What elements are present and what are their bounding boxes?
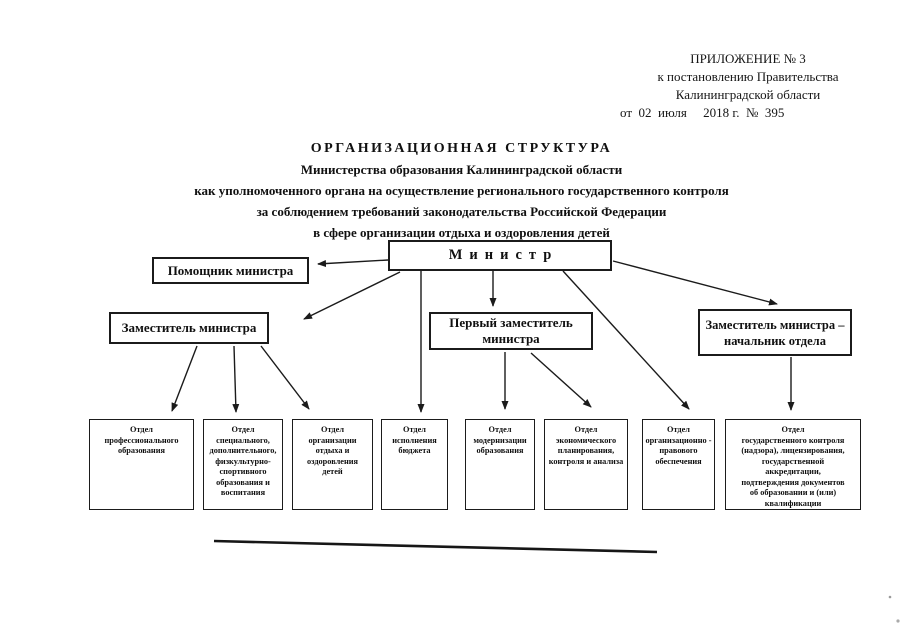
- org-box-assistant-minister: Помощник министра: [152, 257, 309, 284]
- document-title: ОРГАНИЗАЦИОННАЯ СТРУКТУРА Министерства о…: [18, 138, 905, 243]
- org-box-dept-education-modernization: Отдел модернизации образования: [465, 419, 535, 510]
- title-line-5: в сфере организации отдыха и оздоровлени…: [313, 225, 610, 240]
- org-box-deputy-minister: Заместитель министра: [109, 312, 269, 344]
- title-line-1: ОРГАНИЗАЦИОННАЯ СТРУКТУРА: [310, 141, 613, 156]
- stamp-line-1: ПРИЛОЖЕНИЕ № 3: [690, 51, 806, 66]
- org-box-minister: Министр: [388, 240, 612, 271]
- org-box-dept-children-recreation: Отдел организации отдыха и оздоровления …: [292, 419, 373, 510]
- org-box-dept-legal-support: Отдел организационно - правового обеспеч…: [642, 419, 715, 510]
- org-box-dept-economic-planning: Отдел экономического планирования, контр…: [544, 419, 628, 510]
- arrow-deputy-to-dept-3: [260, 345, 310, 410]
- arrow-deputy-to-dept-1: [171, 345, 198, 412]
- org-box-deputy-head: Заместитель министра – начальник отдела: [698, 309, 852, 356]
- arrow-deputy-to-dept-2: [232, 345, 240, 413]
- stamp-date-line: от 02 июля 2018 г. № 395: [620, 105, 785, 120]
- approval-stamp: ПРИЛОЖЕНИЕ № 3 к постановлению Правитель…: [612, 50, 884, 122]
- arrow-minister-to-assistant: [317, 259, 389, 268]
- handwritten-underline: [213, 539, 658, 554]
- arrow-first-deputy-to-dept-6: [530, 352, 592, 408]
- title-line-3: как уполномоченного органа на осуществле…: [194, 183, 729, 198]
- scan-speck: [888, 595, 892, 599]
- stamp-line-3: Калининградской области: [675, 87, 821, 102]
- org-box-dept-professional-education: Отдел профессионального образования: [89, 419, 194, 510]
- org-box-dept-special-education: Отдел специального, дополнительного, физ…: [203, 419, 283, 510]
- title-line-2: Министерства образования Калининградской…: [300, 162, 623, 177]
- org-box-first-deputy: Первый заместитель министра: [429, 312, 593, 350]
- arrow-minister-to-deputy-head: [612, 260, 778, 306]
- stamp-line-2: к постановлению Правительства: [657, 69, 839, 84]
- scan-speck: [896, 619, 900, 623]
- org-box-dept-budget-execution: Отдел исполнения бюджета: [381, 419, 448, 510]
- title-line-4: за соблюдением требований законодательст…: [256, 204, 667, 219]
- org-box-dept-state-control: Отдел государственного контроля (надзора…: [725, 419, 861, 510]
- arrow-minister-to-deputy: [303, 271, 401, 320]
